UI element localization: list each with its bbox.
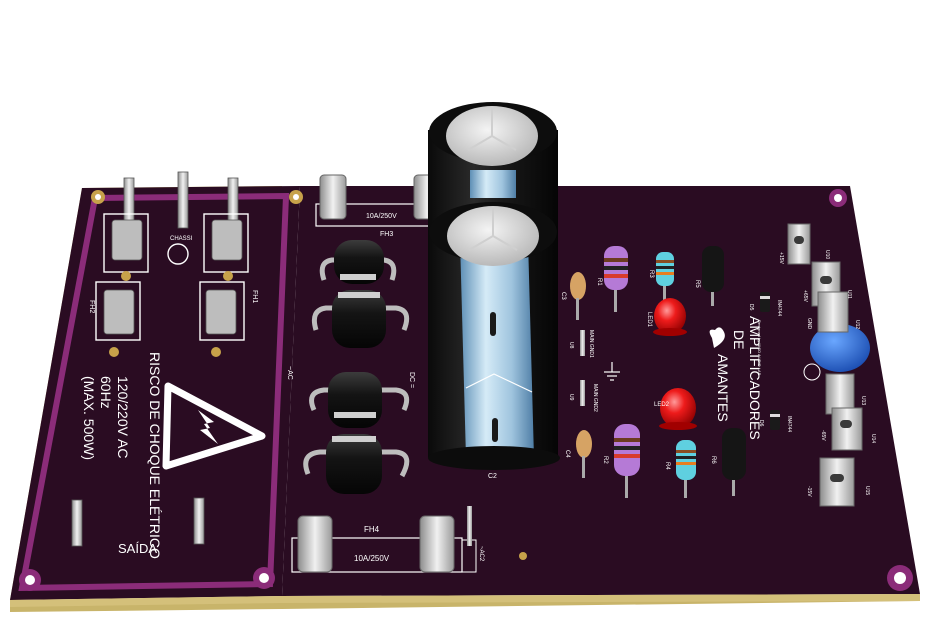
label-fh1: FH1 [251,290,258,303]
resistor-r2: R2 [602,424,640,498]
terminal-refdes: U10 U11 U12 U13 U14 U15 [824,250,876,495]
label-r1: R1 [596,278,602,286]
ac2-terminal: ~AC2 [461,506,484,573]
resistor-r5: R5 [694,246,724,306]
warning-line-2: 120/220V AC [115,376,131,459]
label-u13: U13 [860,396,866,405]
label-minus65v: -65V [820,430,826,441]
warning-line-3: 60Hz [98,376,114,409]
pcb-left-board [10,186,300,600]
ground-icon [604,362,620,381]
warning-triangle-icon [162,382,266,470]
label-r5: R5 [694,280,700,288]
zener-d5: D5 IN4744 [748,292,782,316]
terminal-gnd-2 [825,373,855,415]
label-u11: U11 [846,290,852,299]
mounting-holes [19,189,913,591]
label-c2: C2 [488,473,497,480]
label-plus65v: +65V [802,290,808,302]
brand-amplificadores: AMPLIFICADORES [747,316,763,440]
resistor-r6: R6 [710,428,746,496]
diode-1 [319,240,397,284]
diode-4 [303,434,410,494]
label-fh2: FH2 [88,300,95,313]
label-minus15v: -15V [806,486,812,497]
label-fh4: FH4 [364,525,380,534]
terminal-gnd: GND [806,291,849,333]
brand-de: DE [731,330,747,349]
label-main-gnd1: MAIN GND1 [588,330,594,358]
capacitor-ceramic [803,324,870,381]
label-fh3: FH3 [380,231,393,238]
capacitor-c4: C4 [564,430,592,478]
label-u14: U14 [870,434,876,443]
fuse-bottom: 10A/250V [291,515,463,573]
label-r4: R4 [664,462,670,470]
capacitor-c2 [428,202,560,470]
label-plus15v: +15V [778,252,784,264]
label-c4: C4 [564,450,570,458]
resistor-r4: R4 [664,440,696,498]
label-chassi: CHASSI [170,236,193,242]
warning-line-1: RISCO DE CHOQUE ELÉTRICO [147,352,163,559]
label-c3: C3 [560,292,566,300]
fuse-top-label: 10A/250V [366,213,397,220]
brand-designer: Designed by NISO AUDIO LAB [757,320,762,376]
warning-line-4: (MAX. 500W) [81,376,97,460]
terminal-minus65v: -65V [820,407,863,451]
terminal-plus15v: +15V [778,223,811,265]
label-r3: R3 [648,270,654,278]
capacitor-c3: C3 [560,272,586,320]
label-u10: U10 [824,250,830,259]
diode-3 [309,372,410,428]
label-ac2: ~AC2 [478,546,484,562]
label-in4744-a: IN4744 [776,300,782,316]
led-2: LED2 [654,388,697,430]
label-led1: LED1 [646,312,652,328]
label-main-gnd2: MAIN GND2 [592,384,598,412]
label-d5: D5 [748,304,754,311]
led-1: LED1 [646,298,687,336]
resistor-r3: R3 [648,252,674,300]
output-terminals: +15V +65V GND -65V -15V [778,223,863,507]
brand-logo: AMANTES DE AMPLIFICADORES Designed by NI… [709,316,763,440]
label-u9: U9 [568,394,574,401]
resistor-r1: R1 [596,246,628,312]
brand-amantes: AMANTES [715,354,731,422]
label-u12: U12 [854,320,860,329]
main-gnd-2: MAIN GND2 U9 [568,380,598,412]
diode-2 [311,290,410,348]
rectifier-diodes [303,240,410,494]
terminal-minus15v: -15V [806,457,855,507]
label-r6: R6 [710,456,716,464]
label-ac-left: ~AC [286,366,293,380]
warning-text: RISCO DE CHOQUE ELÉTRICO 120/220V AC 60H… [81,352,163,559]
fuse-bottom-label: 10A/250V [354,554,390,563]
main-gnd-1: MAIN GND1 U8 [568,330,594,358]
label-d6: D6 [758,420,764,427]
small-pads [109,271,233,357]
label-r2: R2 [602,456,608,464]
label-gnd: GND [806,318,812,330]
label-dc: DC = [408,372,415,388]
label-u15: U15 [864,486,870,495]
input-terminals [71,171,243,547]
zener-d6: D6 IN4744 [758,410,792,432]
label-led2: LED2 [654,402,670,408]
label-saida: SAÍDA [118,541,157,556]
label-u8: U8 [568,342,574,349]
label-in4744-b: IN4744 [786,416,792,432]
